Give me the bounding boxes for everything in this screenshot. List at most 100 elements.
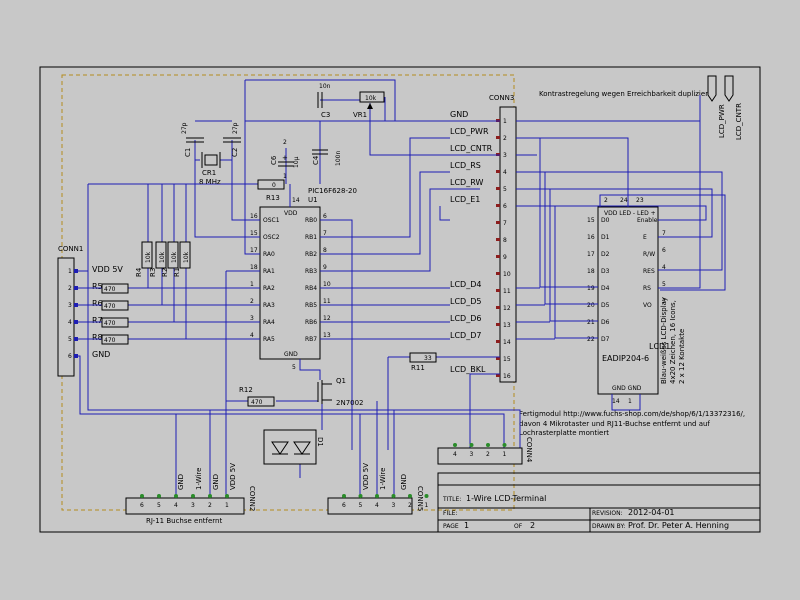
lcd-left-pin-num: 15 [587,217,595,224]
u1-vdd: VDD [284,210,298,217]
conn5-pin-num: 1 [425,502,429,509]
conn5-pin-num: 6 [342,502,346,509]
conn1-pin-num: 2 [68,285,72,292]
lcd-left-pin-name: D7 [601,336,610,343]
lcd-left-pin-num: 16 [587,234,595,241]
conn3-pin-dot [496,238,500,241]
c6-ref: C6 [270,155,278,165]
r11-value: 33 [424,355,432,362]
conn3-net-label: LCD_D6 [450,314,481,323]
conn5-label: CONN5 [416,486,424,511]
drawn-label: DRAWN BY: [592,523,625,530]
r3-ref: R3 [149,268,157,277]
sheet-frame [39,66,761,533]
r2-value: 10k [171,251,178,263]
crystal-cr1: CR1 8 MHz [199,152,221,186]
conn5-pin-num: 4 [375,502,379,509]
title-label: TITLE: [442,496,461,503]
c6-pin-1: 1 [283,173,287,180]
conn1-pin-num: 4 [68,319,72,326]
capacitor-c4: C4 100n [312,121,342,184]
conn3-net-label: LCD_E1 [450,195,480,204]
contrast-note: Kontrastregelung wegen Erreichbarkeit du… [539,90,711,98]
r4-ref: R4 [135,267,143,277]
conn3-pin-num: 13 [503,322,511,329]
conn3-pin-num: 5 [503,186,507,193]
conn3-pin-dot [496,136,500,139]
u1-right-pin-num: 9 [323,264,327,271]
conn3-net-label: LCD_D5 [450,297,481,306]
page-label: PAGE [443,523,459,530]
conn5-vdd: VDD 5V [362,463,370,490]
u1-vdd-pin: 14 [292,197,300,204]
u1-left-pin-num: 4 [250,332,254,339]
lcd1-gnd-pin-14: 14 [612,398,620,405]
conn4-pin-num: 4 [453,451,457,458]
conn4-pin-dot [502,443,507,447]
u1-gnd-pin: 5 [292,364,296,371]
u1-right-pin-name: RB4 [305,285,317,292]
conn2-pin-dot [157,494,161,498]
conn5-pin-num: 5 [359,502,363,509]
lcd-pwr-pin-label: LCD_PWR [718,104,726,138]
lcd1-part: EADIP204-6 [602,354,649,363]
u1-left-pin-name: OSC2 [263,234,280,241]
u1-right-pin-num: 11 [323,298,331,305]
series-resistors: 470 470 470 470 [101,283,129,345]
conn3-pin-num: 4 [503,169,507,176]
conn3-pin-dot [496,357,500,360]
u1-pic16f628: PIC16F628-20 U1 VDD 14 GND 5 16OSC115OSC… [245,187,357,371]
lcd1-desc-3: 2 x 12 Kontakte [678,329,686,384]
conn5-pin-dot [342,494,346,498]
r8-value: 470 [104,337,116,344]
u1-left-pin-name: RA5 [263,336,275,343]
conn4-pin-dot [453,443,457,447]
c6-pin-2: 2 [283,139,287,146]
lcd-right-pin-name: R/W [643,251,655,258]
conn5-pin-dot [391,494,396,498]
u1-right-pin-num: 7 [323,230,327,237]
r12-value: 470 [251,399,263,406]
u1-right-pin-num: 12 [323,315,331,322]
conn5-pin-dot [375,494,379,498]
page-value: 1 [464,521,469,530]
lcd1-gnd-pin-1: 1 [628,398,632,405]
vr1-value: 10k [365,95,377,102]
conn2-pin-dot [225,494,229,498]
lcd-right-pin-name: RS [643,285,651,292]
u1-right-pin-num: 10 [323,281,331,288]
conn3-pin-dot [496,306,500,309]
conn1-pin-label: R7 [92,316,103,325]
conn2-label: CONN2 [248,486,256,511]
u1-ref: U1 [308,196,318,204]
rj11-removed-note: RJ-11 Buchse entfernt [146,517,222,525]
lcd-right-pin-num: 4 [662,264,666,271]
resistor-r11: 33 R11 [409,352,437,372]
conn2-pin-dot [208,494,212,498]
capacitor-c1: C1 27p [181,122,204,157]
conn3-pin-dot [496,272,500,275]
capacitor-c2: C2 27p [223,122,241,157]
lcd1-ref: LCD1 [649,342,670,351]
lcd-right-pin-name: E [643,234,647,241]
lcd-right-pin-num: 5 [662,281,666,288]
r5-value: 470 [104,286,116,293]
conn4-pin-num: 2 [486,451,490,458]
r2-ref: R2 [161,268,169,277]
conn4-pin-num: 1 [503,451,507,458]
lcd-left-pin-name: D2 [601,251,610,258]
conn3-pin-num: 7 [503,220,507,227]
r13-ref: R13 [266,194,280,202]
conn3-pin-num: 12 [503,305,511,312]
lcd-left-pin-num: 22 [587,336,595,343]
conn5-pin-dot [424,494,429,498]
conn2-vdd: VDD 5V [229,463,237,490]
u1-right-pin-name: RB1 [305,234,317,241]
u1-left-pin-num: 16 [250,213,258,220]
u1-right-pin-num: 8 [323,247,327,254]
u1-left-pin-name: RA1 [263,268,275,275]
lcd-header-pins: LCD_PWR LCD_CNTR [707,75,743,140]
